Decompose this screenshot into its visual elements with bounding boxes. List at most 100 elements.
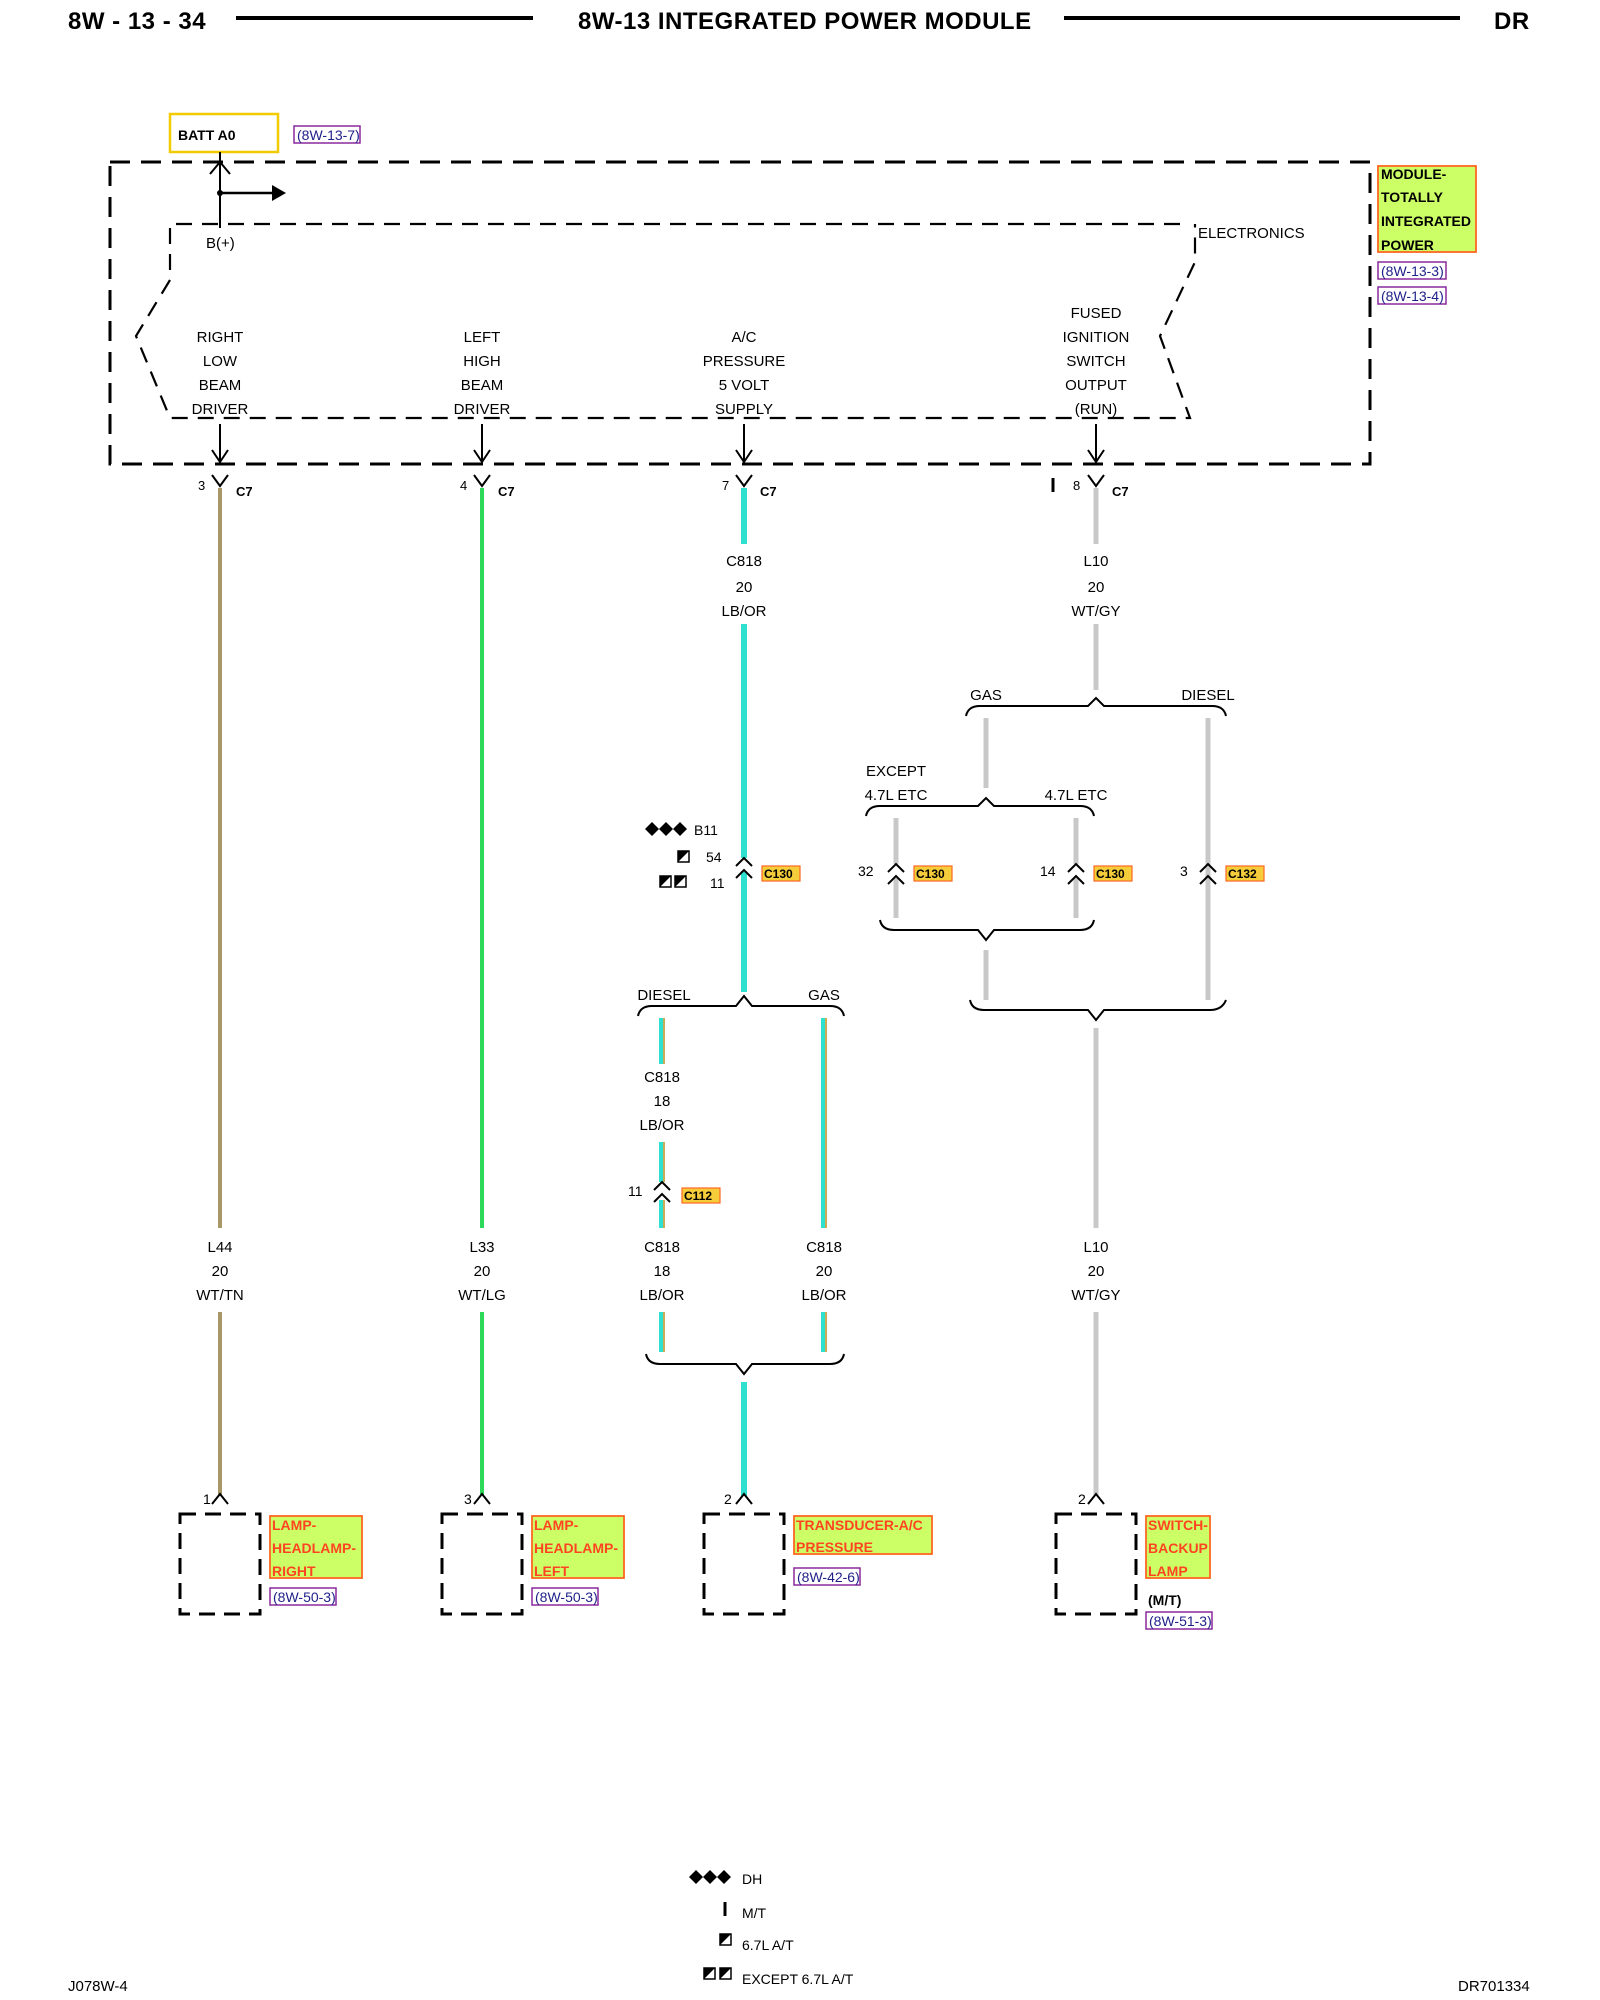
footer-left-code: J078W-4 <box>68 1978 128 1995</box>
driver-4-output-arrow <box>1087 449 1105 464</box>
driver-4-line-4: OUTPUT <box>1065 377 1127 394</box>
page-code: 8W - 13 - 34 <box>68 8 207 35</box>
double-half-square-marker-11 <box>659 875 687 888</box>
comp-1-ref-box <box>269 1587 337 1606</box>
l10-top-line-1: L10 <box>1083 553 1108 570</box>
driver-4-line-1: FUSED <box>1071 305 1122 322</box>
comp-2-line-2: HEADLAMP- <box>534 1540 618 1556</box>
c7-pin-8-symbol <box>1087 474 1105 488</box>
c7-pin-7-symbol <box>735 474 753 488</box>
c112-pin: 11 <box>628 1183 643 1199</box>
module-name-line-1: MODULE- <box>1381 166 1447 182</box>
module-name-box <box>1377 165 1477 253</box>
component-transducer-ac <box>702 1512 786 1616</box>
brace-etc-merge <box>879 919 1095 942</box>
c112-symbol-upper <box>653 1180 671 1191</box>
driver-2-line-4: DRIVER <box>454 401 511 418</box>
c7-pin-4-symbol <box>473 474 491 488</box>
comp-1-label-box <box>269 1515 363 1579</box>
module-ref-2[interactable]: (8W-13-4) <box>1381 288 1444 304</box>
l10-top-line-3: WT/GY <box>1071 603 1120 620</box>
c112-name: C112 <box>684 1189 712 1203</box>
batt-tap-dot <box>217 190 223 196</box>
comp-2-line-3: LEFT <box>534 1563 569 1579</box>
comp-1-line-2: HEADLAMP- <box>272 1540 356 1556</box>
l10-top-line-2: 20 <box>1088 579 1105 596</box>
comp-2-line-1: LAMP- <box>534 1517 579 1533</box>
c130-ac-tag <box>761 865 801 882</box>
battery-label: BATT A0 <box>178 127 236 143</box>
comp-2-ref[interactable]: (8W-50-3) <box>535 1589 598 1605</box>
legend-symbol-double-half-square <box>703 1967 732 1980</box>
c132-name: C132 <box>1228 867 1257 881</box>
comp-1-line-3: RIGHT <box>272 1563 316 1579</box>
driver-2-output-arrow <box>473 449 491 464</box>
comp-4-line-3: LAMP <box>1148 1563 1188 1579</box>
batt-tap-arrowhead <box>272 185 286 201</box>
legend-symbol-half-square <box>719 1933 732 1946</box>
wire-c818-gas <box>821 1018 827 1352</box>
c130-14-name: C130 <box>1096 867 1125 881</box>
legend-label-dh: DH <box>742 1871 762 1887</box>
legend-label-mt: M/T <box>742 1905 767 1921</box>
branch-47-etc: 4.7L ETC <box>1045 787 1108 804</box>
component-backup-switch <box>1054 1512 1138 1616</box>
c818-top-line-3: LB/OR <box>721 603 766 620</box>
module-name-line-3: INTEGRATED <box>1381 213 1471 229</box>
half-square-marker-54 <box>677 850 690 863</box>
c130-14-symbol-lower <box>1067 874 1085 885</box>
c130-ac-name: C130 <box>764 867 793 881</box>
c818-diesel-mid-line-1: C818 <box>644 1069 680 1086</box>
driver-1-line-4: DRIVER <box>192 401 249 418</box>
comp-4-ref-box <box>1145 1611 1213 1630</box>
component-headlamp-right <box>178 1512 262 1616</box>
comp-3-line-1: TRANSDUCER-A/C <box>796 1517 923 1533</box>
c132-tag <box>1225 865 1265 882</box>
comp-2-label-box <box>531 1515 625 1579</box>
c818-diesel-low-line-1: C818 <box>644 1239 680 1256</box>
branch-diesel-l10: DIESEL <box>1181 687 1234 704</box>
l44-line-3: WT/TN <box>196 1287 243 1304</box>
c130-32-tag <box>913 865 953 882</box>
c130-ac-symbol-upper <box>735 856 753 867</box>
comp-4-ref[interactable]: (8W-51-3) <box>1149 1613 1212 1629</box>
c7-label-4: C7 <box>1112 484 1129 499</box>
driver-3-line-2: PRESSURE <box>703 353 786 370</box>
c818-gas-low-line-1: C818 <box>806 1239 842 1256</box>
driver-2-line-2: HIGH <box>463 353 501 370</box>
comp-4-pin-symbol <box>1087 1492 1105 1505</box>
wire-c818-diesel <box>659 1018 665 1352</box>
driver-2-line-3: BEAM <box>461 377 504 394</box>
driver-2-line-1: LEFT <box>464 329 501 346</box>
module-outer-box <box>108 160 1372 466</box>
brace-diesel-gas-c818 <box>637 994 845 1017</box>
comp-2-ref-box <box>531 1587 599 1606</box>
component-headlamp-left <box>440 1512 524 1616</box>
comp-1-ref[interactable]: (8W-50-3) <box>273 1589 336 1605</box>
c130-ac-pin-11: 11 <box>710 875 725 891</box>
c818-top-line-2: 20 <box>736 579 753 596</box>
c112-symbol-lower <box>653 1192 671 1203</box>
c132-symbol-lower <box>1199 874 1217 885</box>
comp-3-label-box <box>793 1515 933 1555</box>
comp-1-line-1: LAMP- <box>272 1517 317 1533</box>
c130-14-symbol-upper <box>1067 862 1085 873</box>
driver-3-line-3: 5 VOLT <box>719 377 770 394</box>
comp-4-label-box <box>1145 1515 1211 1579</box>
driver-4-line-5: (RUN) <box>1075 401 1118 418</box>
comp-3-ref[interactable]: (8W-42-6) <box>797 1569 860 1585</box>
c132-pin: 3 <box>1180 863 1188 879</box>
battery-ref[interactable]: (8W-13-7) <box>297 127 360 143</box>
comp-1-pin: 1 <box>203 1491 211 1507</box>
branch-gas-c818: GAS <box>808 987 840 1004</box>
branch-except-47-line-2: 4.7L ETC <box>865 787 928 804</box>
pin-3-label: 3 <box>198 478 205 493</box>
l33-line-3: WT/LG <box>458 1287 506 1304</box>
c130-ac-pin-54: 54 <box>706 849 722 865</box>
driver-1-line-3: BEAM <box>199 377 242 394</box>
branch-gas-l10: GAS <box>970 687 1002 704</box>
c130-14-tag <box>1093 865 1133 882</box>
module-ref-1[interactable]: (8W-13-3) <box>1381 263 1444 279</box>
c7-label-1: C7 <box>236 484 253 499</box>
